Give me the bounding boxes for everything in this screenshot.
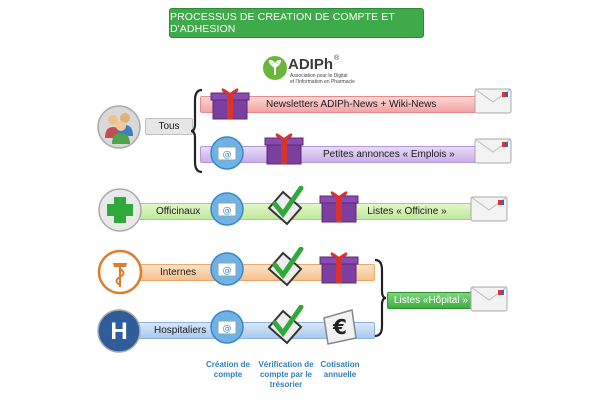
pharmacy-cross-icon bbox=[98, 188, 142, 232]
envelope-icon bbox=[474, 138, 512, 164]
caption-creation: Création de compte bbox=[205, 360, 250, 379]
gift-icon bbox=[210, 88, 250, 120]
gift-icon bbox=[319, 252, 359, 284]
envelope-icon bbox=[470, 286, 508, 312]
adiph-logo: ADIPh ® Association pour le Digital et l… bbox=[262, 55, 372, 87]
group-label-tous: Tous bbox=[145, 118, 193, 135]
brace-tous bbox=[190, 88, 203, 174]
caption-verification: Vérification de compte par le trésorier bbox=[258, 360, 314, 389]
hopital-label: Listes «Hôpital » bbox=[394, 295, 468, 306]
newsletter-label: Newsletters ADIPh-News + Wiki-News bbox=[266, 99, 437, 110]
logo-registered: ® bbox=[334, 55, 340, 62]
people-icon bbox=[97, 105, 141, 149]
gift-icon bbox=[264, 133, 304, 165]
checkmark-icon bbox=[267, 247, 304, 287]
svg-text:H: H bbox=[110, 318, 127, 345]
logo-subtitle-line1: Association pour le Digital bbox=[290, 73, 348, 79]
group-label-internes: Internes bbox=[160, 267, 197, 278]
svg-text:@: @ bbox=[223, 266, 232, 276]
checkmark-icon bbox=[267, 186, 304, 226]
hopital-bar: Listes «Hôpital » bbox=[387, 292, 474, 309]
officine-label: Listes « Officine » bbox=[367, 206, 447, 217]
svg-text:@: @ bbox=[223, 206, 232, 216]
email-icon: @ bbox=[210, 252, 244, 286]
envelope-icon bbox=[470, 196, 508, 222]
annonces-label: Petites annonces « Emplois » bbox=[323, 149, 455, 160]
group-label-hospitaliers: Hospitaliers bbox=[154, 325, 207, 336]
email-icon: @ bbox=[210, 136, 244, 170]
email-icon: @ bbox=[210, 310, 244, 344]
brace-hopital bbox=[374, 258, 387, 338]
caduceus-icon bbox=[97, 249, 143, 295]
svg-text:@: @ bbox=[223, 324, 232, 334]
logo-subtitle-line2: et l'Information en Pharmacie bbox=[290, 79, 355, 85]
svg-text:@: @ bbox=[223, 150, 232, 160]
adiph-logo-icon bbox=[263, 56, 287, 80]
group-label-officinaux: Officinaux bbox=[156, 206, 201, 217]
svg-text:€: € bbox=[332, 315, 347, 339]
gift-icon bbox=[319, 191, 359, 223]
email-icon: @ bbox=[210, 192, 244, 226]
logo-name: ADIPh bbox=[288, 56, 333, 73]
envelope-icon bbox=[474, 88, 512, 114]
hospital-h-icon: H bbox=[97, 309, 141, 353]
checkmark-icon bbox=[267, 305, 304, 345]
diagram-title: PROCESSUS DE CREATION DE COMPTE ET D'ADH… bbox=[169, 8, 424, 38]
caption-cotisation: Cotisation annuelle bbox=[320, 360, 360, 379]
euro-icon: € bbox=[323, 309, 357, 345]
